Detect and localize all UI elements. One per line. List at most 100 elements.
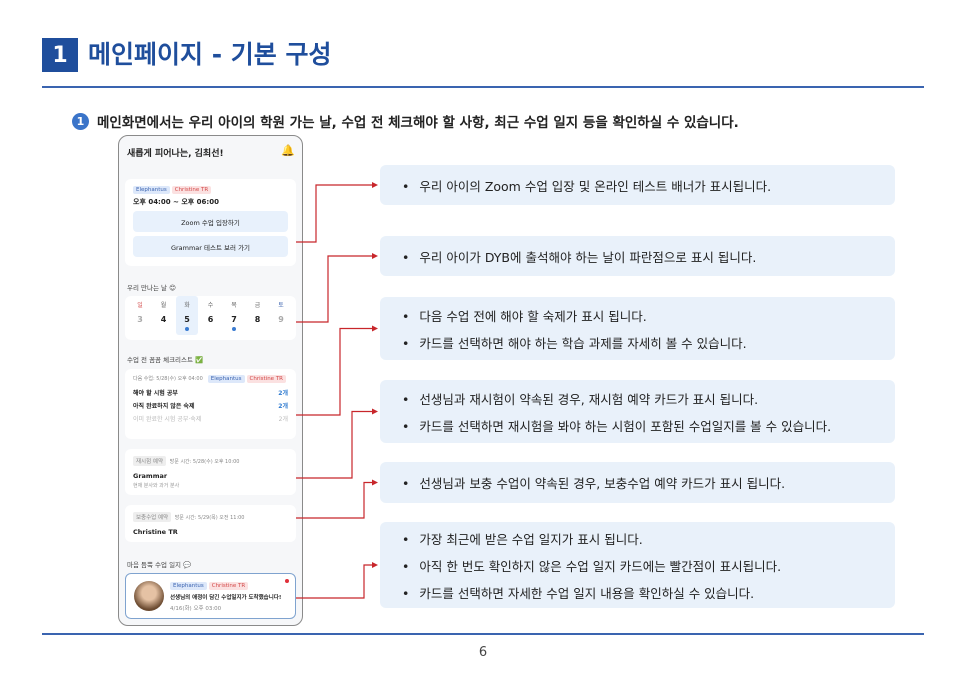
weekday: 일: [137, 302, 143, 309]
tag: Elephantus: [170, 582, 207, 590]
connector-line: [296, 410, 372, 479]
date: 4: [160, 315, 167, 324]
connector-line: [296, 327, 372, 416]
date: 9: [278, 315, 284, 324]
tag: Christine TR: [171, 186, 212, 194]
tag: 재시험 예약: [133, 456, 167, 466]
item-count: 2개: [278, 403, 288, 410]
detail: 현재 분사와 과거 분사: [133, 483, 180, 489]
connector-arrow: [372, 253, 378, 259]
attendance-dot: [185, 327, 189, 331]
callout-text: 카드를 선택하면 자세한 수업 일지 내용을 확인하실 수 있습니다.: [402, 583, 873, 602]
zoom-button[interactable]: Zoom 수업 입장하기: [133, 211, 288, 232]
item-label: 아직 완료하지 않은 숙제: [133, 403, 195, 410]
bell-icon[interactable]: 🔔: [281, 144, 295, 157]
intro-text: 메인화면에서는 우리 아이의 학원 가는 날, 수업 전 체크해야 할 사항, …: [97, 115, 739, 131]
tag: Christine TR: [208, 582, 249, 590]
connector-line: [296, 255, 372, 323]
item-label: 해야 할 시험 공부: [133, 390, 178, 397]
footer-divider: [42, 633, 924, 635]
section-number: 1: [42, 38, 78, 72]
date: 8: [254, 315, 261, 324]
connector-arrow: [372, 479, 378, 486]
retest-card[interactable]: 재시험 예약 방문 시간: 5/28(수) 오후 10:00 Grammar 현…: [125, 449, 296, 495]
teacher-avatar: [134, 581, 164, 611]
callout-box: 우리 아이의 Zoom 수업 입장 및 온라인 테스트 배너가 표시됩니다.: [380, 165, 895, 205]
weekday: 금: [254, 302, 261, 309]
weekday: 토: [278, 302, 284, 309]
item-count: 2개: [278, 390, 288, 397]
connector-arrow: [372, 408, 378, 415]
date: 7: [231, 315, 237, 324]
connector-arrow: [372, 182, 378, 188]
weekday: 수: [207, 302, 214, 309]
journal-message: 선생님의 애정이 담긴 수업일지가 도착했습니다!: [170, 595, 282, 601]
connector-line: [296, 481, 372, 519]
attendance-dot: [232, 327, 236, 331]
connector-arrow: [372, 325, 378, 332]
callout-text: 우리 아이가 DYB에 출석해야 하는 날이 파란점으로 표시 됩니다.: [402, 247, 873, 266]
callout-text: 선생님과 보충 수업이 약속된 경우, 보충수업 예약 카드가 표시 됩니다.: [402, 473, 873, 492]
tag: Christine TR: [246, 375, 286, 383]
test-button[interactable]: Grammar 테스트 보러 가기: [133, 236, 288, 257]
intro: 1 메인화면에서는 우리 아이의 학원 가는 날, 수업 전 체크해야 할 사항,…: [72, 111, 739, 131]
journal-title: 마음 듬뿍 수업 일지 💬: [127, 561, 192, 569]
weekday: 목: [231, 302, 237, 309]
item-count: 2개: [278, 416, 288, 423]
weekday: 월: [160, 302, 167, 309]
journal-date: 4/16(화) 오후 03:00: [170, 606, 222, 612]
callout-box: 선생님과 재시험이 약속된 경우, 재시험 예약 카드가 표시 됩니다. 카드를 …: [380, 380, 895, 443]
makeup-card[interactable]: 보충수업 예약 방문 시간: 5/29(목) 오전 11:00 Christin…: [125, 505, 296, 542]
callout-box: 선생님과 보충 수업이 약속된 경우, 보충수업 예약 카드가 표시 됩니다.: [380, 462, 895, 503]
item-label: 이미 완료한 시험 공부·숙제: [133, 416, 202, 423]
unread-dot: [285, 579, 289, 583]
next-class: 다음 수업: 5/28(수) 오후 04:00: [133, 376, 203, 382]
page-number: 6: [478, 645, 488, 660]
subject: Grammar: [133, 472, 168, 480]
visit-time: 방문 시간: 5/29(목) 오전 11:00: [174, 515, 245, 521]
divider: [42, 86, 924, 88]
checklist-item[interactable]: 해야 할 시험 공부 2개: [125, 386, 296, 399]
checklist-item[interactable]: 아직 완료하지 않은 숙제 2개: [125, 399, 296, 412]
callout-box: 다음 수업 전에 해야 할 숙제가 표시 됩니다. 카드를 선택하면 해야 하는 …: [380, 297, 895, 360]
date: 6: [207, 315, 214, 324]
visit-time: 방문 시간: 5/28(수) 오후 10:00: [169, 459, 240, 465]
connector-line: [296, 564, 372, 599]
date: 5: [184, 315, 190, 324]
teacher: Christine TR: [133, 528, 178, 536]
callout-text: 선생님과 재시험이 약속된 경우, 재시험 예약 카드가 표시 됩니다.: [402, 389, 873, 408]
callout-text: 아직 한 번도 확인하지 않은 수업 일지 카드에는 빨간점이 표시됩니다.: [402, 556, 873, 575]
callout-box: 가장 최근에 받은 수업 일지가 표시 됩니다. 아직 한 번도 확인하지 않은 …: [380, 522, 895, 608]
intro-number: 1: [72, 112, 89, 130]
class-time: 오후 04:00 ~ 오후 06:00: [133, 198, 219, 206]
checklist-title: 수업 전 꼼꼼 체크리스트 ✅: [127, 356, 204, 364]
connector-arrow: [372, 562, 378, 568]
callout-box: 우리 아이가 DYB에 출석해야 하는 날이 파란점으로 표시 됩니다.: [380, 236, 895, 276]
callout-text: 카드를 선택하면 재시험을 봐야 하는 시험이 포함된 수업일지를 볼 수 있습…: [402, 416, 873, 435]
callout-text: 다음 수업 전에 해야 할 숙제가 표시 됩니다.: [402, 306, 873, 325]
page-title: 메인페이지 - 기본 구성: [88, 40, 332, 69]
tag: Elephantus: [133, 186, 170, 194]
checklist-item[interactable]: 이미 완료한 시험 공부·숙제 2개: [125, 412, 296, 425]
callout-text: 카드를 선택하면 해야 하는 학습 과제를 자세히 볼 수 있습니다.: [402, 333, 873, 352]
callout-text: 가장 최근에 받은 수업 일지가 표시 됩니다.: [402, 529, 873, 548]
connector-line: [296, 184, 372, 243]
greeting: 새롭게 피어나는, 김최선!: [127, 149, 224, 159]
date: 3: [137, 315, 143, 324]
callout-text: 우리 아이의 Zoom 수업 입장 및 온라인 테스트 배너가 표시됩니다.: [402, 176, 873, 195]
tag: Elephantus: [207, 375, 245, 383]
weekday: 화: [184, 302, 190, 309]
